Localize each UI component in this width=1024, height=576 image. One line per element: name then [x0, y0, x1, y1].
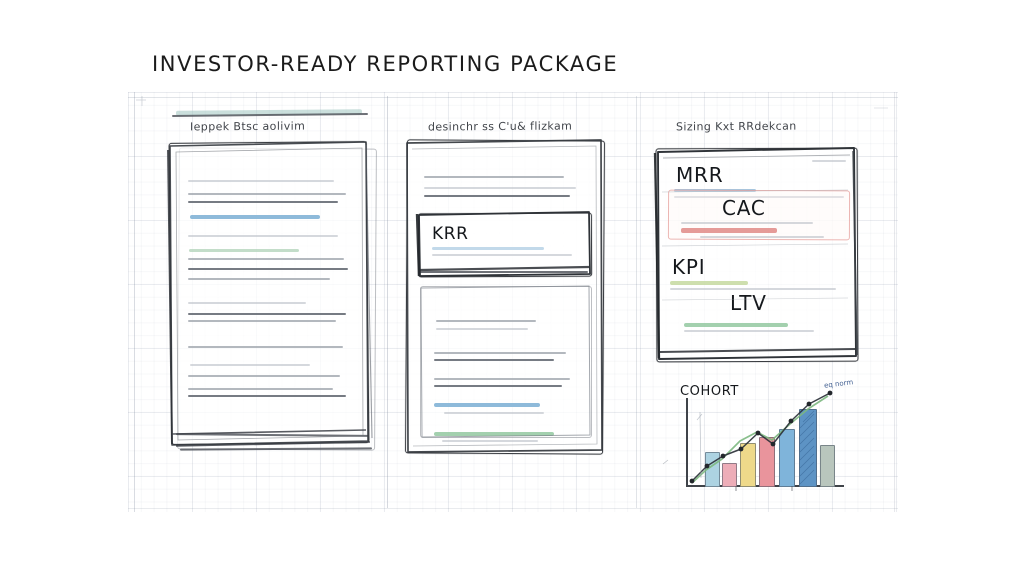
col1-text-line: [188, 346, 343, 348]
col1-document-card[interactable]: [168, 141, 370, 445]
kpi-metric-cac[interactable]: CAC: [722, 196, 766, 220]
column-divider-2: [636, 96, 637, 508]
col2-lower-panel[interactable]: [420, 286, 592, 438]
grid-bottom-edge: [128, 508, 898, 509]
col2-text-line: [434, 352, 566, 354]
grid-top-edge: [128, 97, 898, 98]
col1-text-line: [190, 364, 310, 366]
kpi-kpi-rule: [670, 288, 836, 290]
kpi-panel-corner-mark: [812, 160, 846, 162]
column-divider-1: [387, 96, 388, 508]
col2-krr-label: KRR: [432, 224, 469, 244]
col2-text-line: [434, 378, 570, 380]
col1-text-line: [188, 180, 334, 182]
column-header-2: desinchr ss C'u& flizkam: [428, 119, 573, 134]
kpi-cac-bar: [681, 228, 777, 233]
grid-left-edge: [134, 92, 135, 512]
kpi-metric-ltv[interactable]: LTV: [730, 291, 767, 315]
col2-text-line: [424, 176, 564, 178]
cohort-bar: [705, 452, 720, 487]
kpi-ltv-rule: [684, 330, 814, 332]
col1-highlight-blue: [190, 215, 320, 219]
col2-krr-card[interactable]: [417, 212, 593, 278]
cohort-bar-hatched: [799, 409, 817, 487]
column-header-1: Ieppek Btsc aolivim: [190, 119, 306, 134]
kpi-cac-rule: [681, 222, 813, 224]
col2-krr-underline: [432, 247, 544, 250]
col2-highlight-green: [434, 432, 554, 436]
col1-text-line: [188, 278, 330, 280]
col1-text-line: [188, 235, 338, 237]
cohort-bar: [779, 429, 795, 487]
col1-highlight-green: [189, 249, 299, 252]
col1-text-line: [188, 388, 333, 390]
col1-text-line: [188, 302, 306, 304]
col2-krr-base: [420, 271, 588, 274]
col1-text-line: [188, 258, 344, 260]
kpi-cac-rule: [700, 236, 824, 238]
cohort-chart-title: COHORT: [680, 384, 739, 399]
cohort-bar: [740, 443, 756, 487]
cohort-bar: [722, 463, 737, 487]
kpi-ltv-bar: [684, 323, 788, 327]
col1-text-line: [188, 193, 346, 195]
col1-text-line: [188, 375, 340, 377]
cohort-bar: [759, 437, 775, 487]
grid-right-edge: [894, 92, 895, 512]
cohort-y-axis: [686, 398, 688, 486]
kpi-metric-kpi[interactable]: KPI: [672, 255, 706, 279]
kpi-metric-mrr[interactable]: MRR: [676, 163, 724, 187]
column-header-3: Sizing Kxt RRdekcan: [676, 119, 797, 134]
col2-highlight-blue: [434, 403, 540, 407]
col2-text-line: [442, 440, 538, 442]
col2-text-line: [436, 320, 536, 322]
cohort-bar: [820, 445, 835, 487]
page-title: INVESTOR-READY REPORTING PACKAGE: [152, 52, 619, 76]
col2-text-line: [436, 328, 528, 330]
col1-text-line: [188, 320, 336, 322]
col2-krr-line: [432, 254, 572, 256]
kpi-kpi-bar: [670, 281, 748, 285]
col2-text-line: [444, 412, 544, 414]
col2-text-line: [424, 187, 576, 189]
